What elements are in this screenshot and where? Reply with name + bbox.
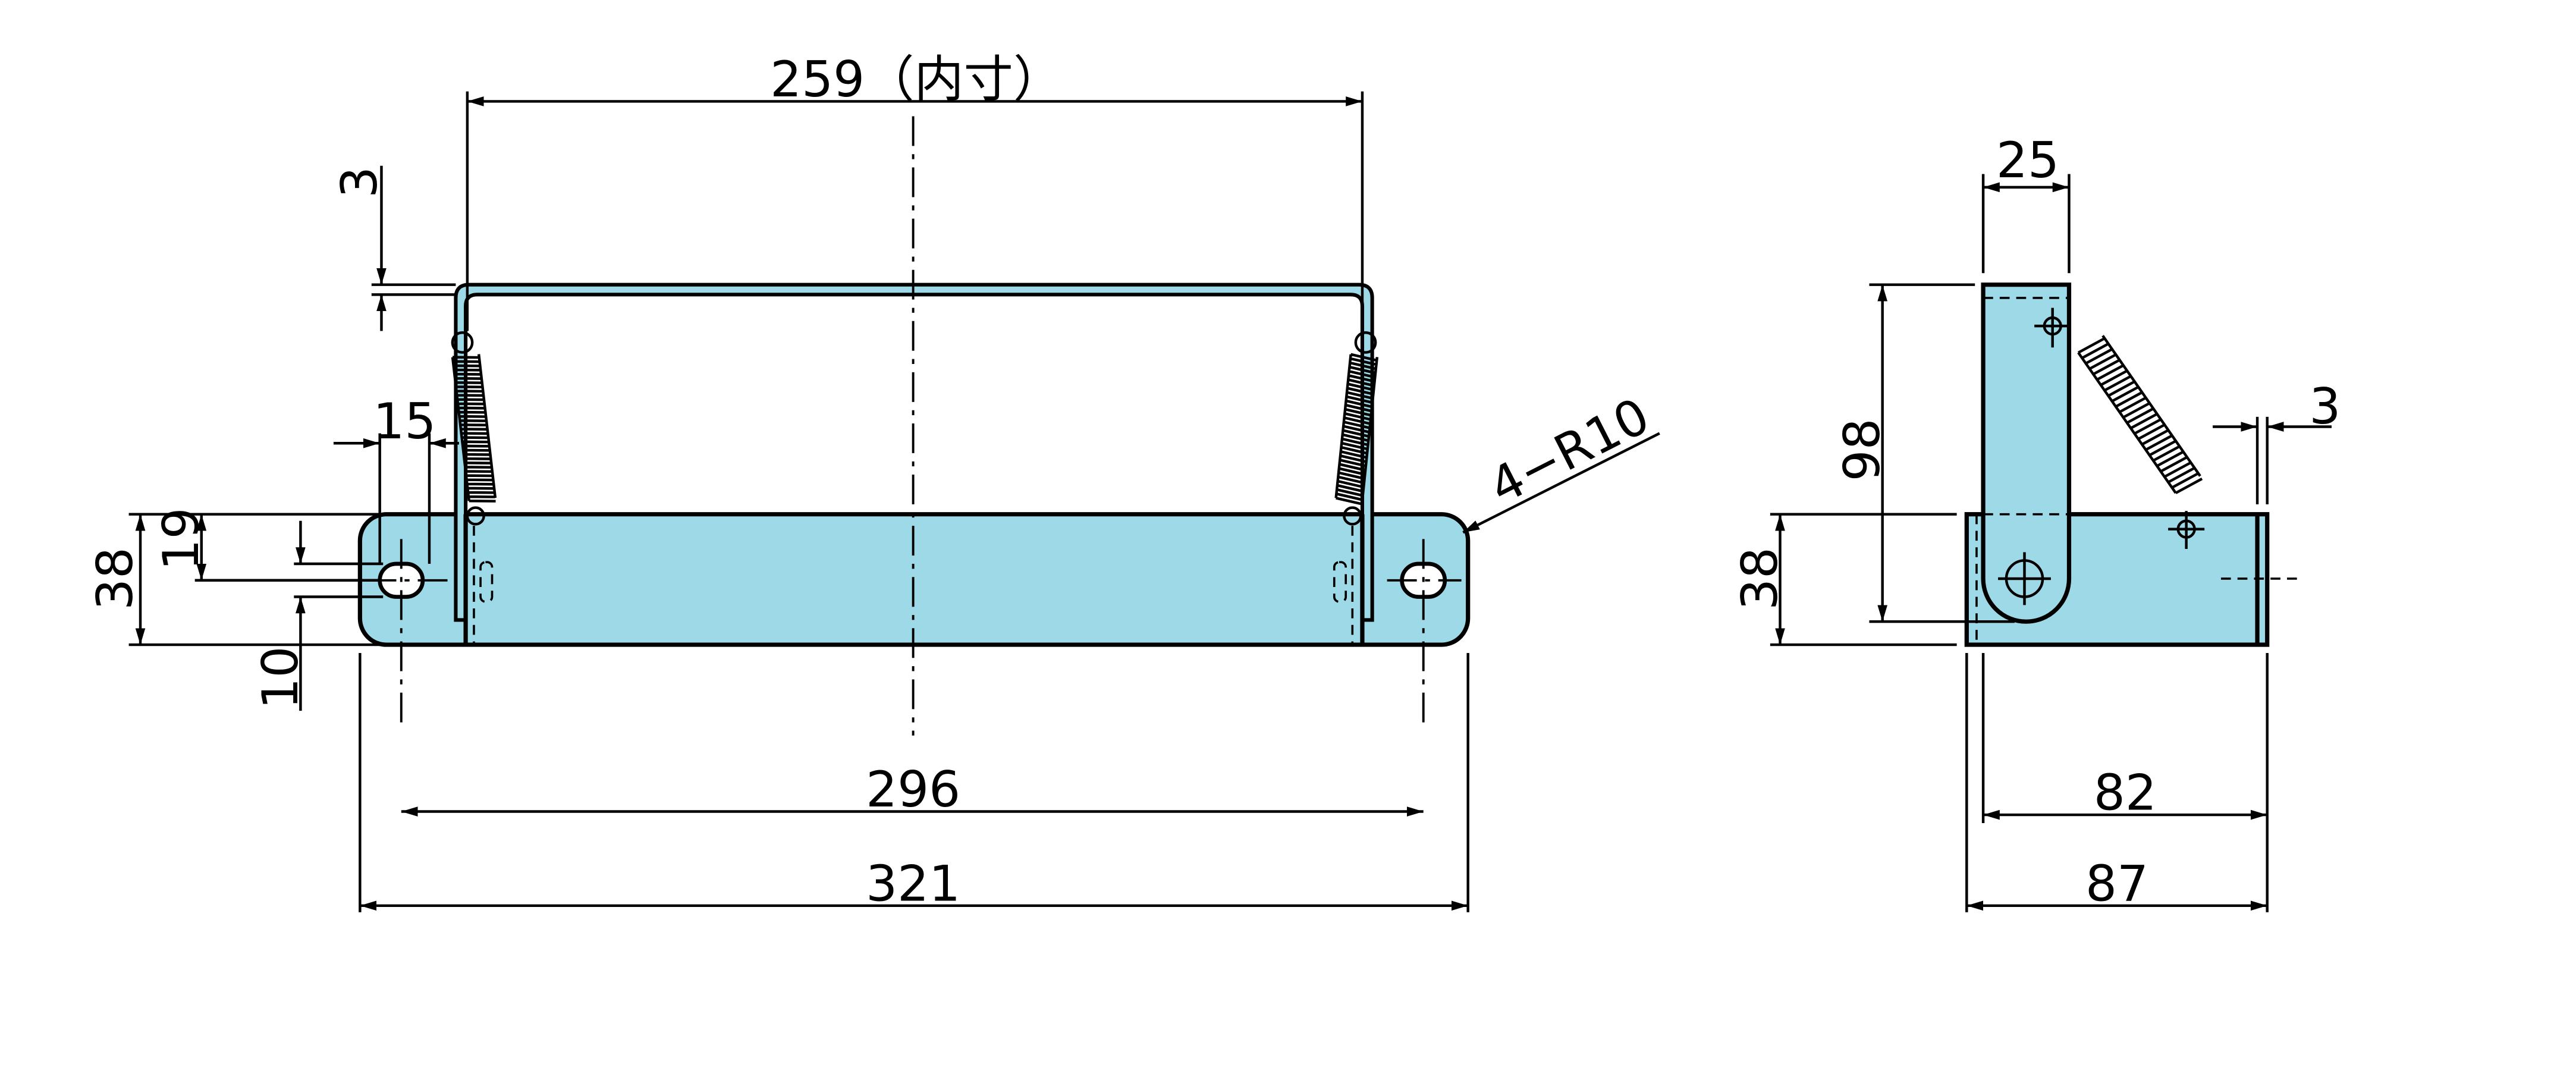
dim-slot-offset: 19 [152,507,210,570]
dim-plate-thickness: 3 [2309,378,2341,435]
spring-right [1334,353,1379,506]
corner-radius-note: 4−R10 [1480,387,1658,516]
side-view: 25 98 38 3 82 87 [1731,131,2341,912]
front-view: 259（内寸） 3 15 38 19 10 296 321 4−R10 [86,51,1660,912]
spring-left [451,354,497,503]
dim-arm-height: 98 [1833,418,1891,481]
dim-depth-inner: 82 [2094,764,2157,822]
dim-base-height: 38 [1731,547,1789,610]
dim-height: 38 [86,547,144,610]
dim-overall-length: 321 [866,855,960,912]
dim-slot-length: 15 [373,393,436,450]
dim-slot-width: 10 [252,646,309,710]
dim-arm-width: 25 [1996,131,2059,189]
dim-depth-overall: 87 [2085,855,2148,912]
dim-hole-pitch: 296 [866,761,960,818]
dim-wire-thickness: 3 [331,167,388,198]
side-spring [2077,335,2203,494]
side-arm [1981,282,2072,624]
dim-inner-width: 259（内寸） [770,51,1063,108]
